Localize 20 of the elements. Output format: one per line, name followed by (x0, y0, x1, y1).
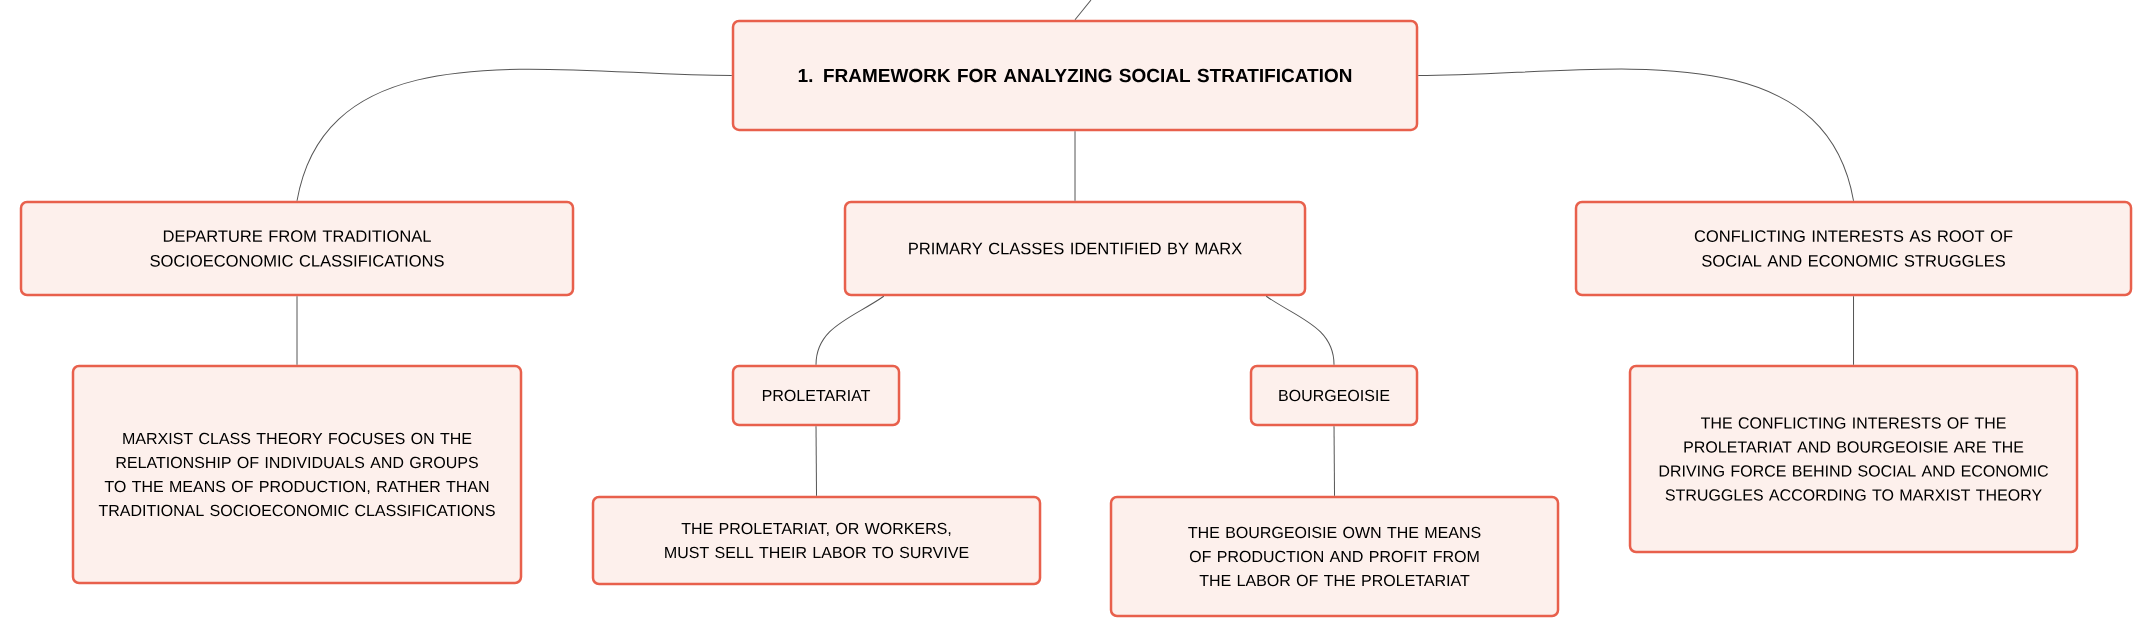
connector (1265, 295, 1335, 366)
topic-box: DEPARTURE FROM TRADITIONAL SOCIOECONOMIC CLASSIFICATIONS (19, 200, 575, 297)
topic-box: THE PROLETARIAT, OR WORKERS, MUST SELL THEIR LABOR TO SURVIVE (591, 495, 1042, 586)
connector (1074, 130, 1076, 202)
connector (1853, 295, 1854, 366)
connector (296, 295, 298, 366)
topic-box: THE BOURGEOISIE OWN THE MEANS OF PRODUCTION AND PROFIT FROM THE LABOR OF THE PROLETARIAT (1109, 495, 1560, 618)
topic-box: THE CONFLICTING INTERESTS OF THE PROLETARIAT AND BOURGEOISIE ARE THE DRIVING FORCE BEHIND SOCIAL AND ECONOMIC STRUGGLES ACCORDING TO MARXIST THEORY (1628, 364, 2079, 554)
connector (296, 68, 733, 202)
topic-box: BOURGEOISIE (1249, 364, 1419, 427)
connector (1417, 68, 1854, 202)
connector (1333, 425, 1335, 497)
connector (815, 425, 817, 497)
topic-box: PRIMARY CLASSES IDENTIFIED BY MARX (843, 200, 1307, 297)
topic-box: CONFLICTING INTERESTS AS ROOT OF SOCIAL AND ECONOMIC STRUGGLES (1574, 200, 2133, 297)
connector (1074, 0, 1092, 21)
topic-box: PROLETARIAT (731, 364, 901, 427)
title-box: 1. FRAMEWORK FOR ANALYZING SOCIAL STRATIFICATION (731, 19, 1419, 132)
topic-box: MARXIST CLASS THEORY FOCUSES ON THE RELATIONSHIP OF INDIVIDUALS AND GROUPS TO THE MEANS OF PRODUCTION, RATHER THAN TRADITIONAL SOCIOECONOMIC CLASSIFICATIONS (71, 364, 523, 585)
connector (815, 295, 885, 366)
